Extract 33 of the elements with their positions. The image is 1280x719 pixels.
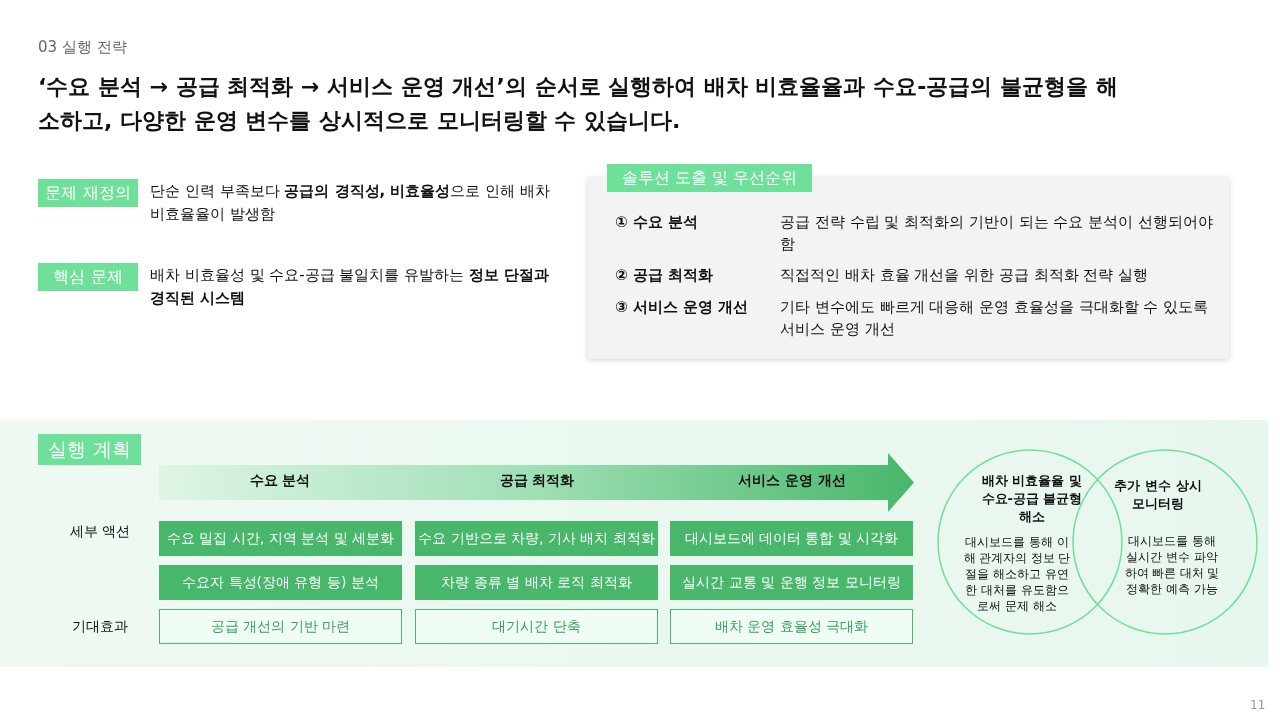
action-box: 수요자 특성(장애 유형 등) 분석 [159,565,402,600]
tag-label: 문제 재정의 [38,179,138,207]
description-text: 단순 인력 부족보다 공급의 경직성, 비효율성으로 인해 배차 비효율율이 발생함 [150,181,551,225]
effect-box: 배차 운영 효율성 극대화 [670,609,913,644]
action-box: 수요 밀집 시간, 지역 분석 및 세분화 [159,521,402,556]
item-heading: ① 수요 분석 [615,212,699,233]
row-label: 기대효과 [71,618,129,636]
item-description: 공급 전략 수립 및 최적화의 기반이 되는 수요 분석이 선행되어야 함 [780,212,1214,255]
action-box: 실시간 교통 및 운행 정보 모니터링 [670,565,913,600]
stage-label: 서비스 운영 개선 [737,472,847,490]
section-tab: 실행 계획 [38,434,141,465]
tag-label: 핵심 문제 [38,263,138,291]
item-description: 직접적인 배차 효율 개선을 위한 공급 최적화 전략 실행 [780,265,1150,286]
stage-label: 공급 최적화 [498,472,576,490]
page-number: 11 [1250,698,1266,712]
action-box: 대시보드에 데이터 통합 및 시각화 [670,521,913,556]
circle-text: 대시보드를 통해 실시간 변수 파악하여 빠른 대처 및 정확한 예측 가능 [1123,533,1221,597]
effect-box: 공급 개선의 기반 마련 [159,609,402,644]
page-heading: 03 실행 전략 [38,38,127,57]
item-heading: ③ 서비스 운영 개선 [615,297,749,318]
section-tab: 솔루션 도출 및 우선순위 [607,164,812,192]
item-description: 기타 변수에도 빠르게 대응해 운영 효율성을 극대화할 수 있도록 서비스 운영 개선 [780,297,1210,340]
title: ‘수요 분석 → 공급 최적화 → 서비스 운영 개선’의 순서로 실행하여 배차 비효율율과 수요-공급의 불균형을 해소하고, 다양한 운영 변수를 상시적으로 모니터링할 수 있습니다. [38,73,1118,135]
action-box: 차량 종류 별 배차 로직 최적화 [415,565,658,600]
item-heading: ② 공급 최적화 [615,265,714,286]
description-text: 배차 비효율성 및 수요-공급 불일치를 유발하는 정보 단절과 경직된 시스템 [150,265,551,309]
action-box: 수요 기반으로 차량, 기사 배치 최적화 [415,521,658,556]
circle-heading: 추가 변수 상시 모니터링 [1113,477,1203,513]
circle-heading: 배차 비효율율 및 수요-공급 불균형 해소 [980,472,1084,526]
row-label: 세부 액션 [68,523,132,541]
effect-box: 대기시간 단축 [415,609,658,644]
circle-text: 대시보드를 통해 이해 관계자의 정보 단절을 해소하고 유연한 대처를 유도함으로써 문제 해소 [962,534,1072,614]
stage-label: 수요 분석 [248,472,312,490]
